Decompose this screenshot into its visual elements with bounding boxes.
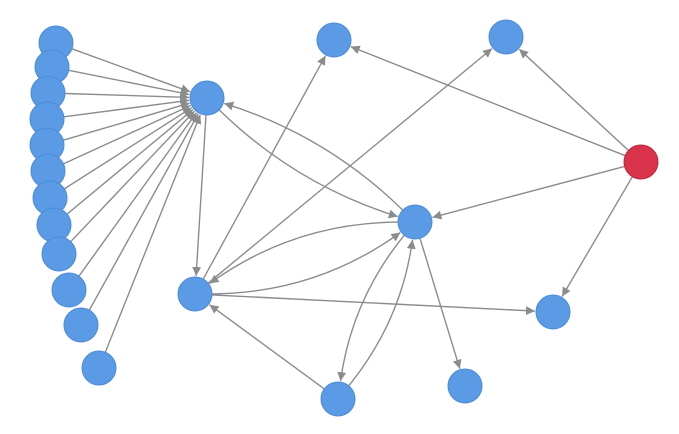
edge-red-to-right-lower (561, 176, 634, 297)
edge-l8-to-hub (70, 110, 196, 243)
node-l8[interactable] (41, 236, 77, 272)
edge-center-to-bottom-right (419, 238, 462, 370)
node-top-mid[interactable] (316, 22, 352, 58)
edge-left-mid-to-top-mid (202, 55, 327, 280)
edge-l2-to-hub (64, 92, 190, 102)
node-bottom-mid[interactable] (320, 381, 356, 417)
node-top-right[interactable] (488, 19, 524, 55)
edge-l1-to-hub (68, 69, 190, 98)
node-l11[interactable] (81, 350, 117, 386)
edge-l9-to-hub (78, 112, 198, 277)
edge-l5-to-hub (63, 104, 191, 165)
edge-l0-to-hub (71, 48, 191, 93)
edge-l10-to-hub (88, 113, 199, 311)
edge-bottom-mid-to-left-mid (209, 304, 325, 390)
node-bottom-right[interactable] (447, 368, 483, 404)
node-red[interactable] (623, 144, 659, 180)
edge-left-mid-to-top-right (207, 47, 493, 284)
node-hub[interactable] (189, 80, 225, 116)
edge-l7-to-hub (66, 108, 194, 215)
edge-center-to-hub (223, 101, 404, 211)
node-center[interactable] (397, 204, 433, 240)
node-l9[interactable] (51, 272, 87, 308)
edge-l3-to-hub (63, 97, 190, 118)
edge-center-to-left-mid (209, 221, 399, 285)
edge-center-to-bottom-mid (337, 234, 405, 382)
node-right-lower[interactable] (535, 294, 571, 330)
edge-l11-to-hub (104, 114, 202, 353)
edge-left-mid-to-center (211, 231, 401, 295)
edge-left-mid-to-right-lower (211, 294, 536, 316)
node-l10[interactable] (63, 307, 99, 343)
edge-hub-to-center (218, 109, 399, 219)
edge-red-to-top-right (518, 48, 629, 152)
node-layer (29, 19, 659, 417)
edge-red-to-center (432, 165, 625, 220)
edge-l4-to-hub (63, 101, 190, 141)
node-left-mid[interactable] (177, 276, 213, 312)
node-l7[interactable] (36, 207, 72, 243)
edge-red-to-top-mid (350, 45, 626, 157)
edge-hub-to-left-mid (192, 114, 207, 277)
edge-l6-to-hub (63, 107, 193, 190)
edge-bottom-mid-to-center (348, 239, 416, 387)
edge-layer (63, 45, 634, 390)
